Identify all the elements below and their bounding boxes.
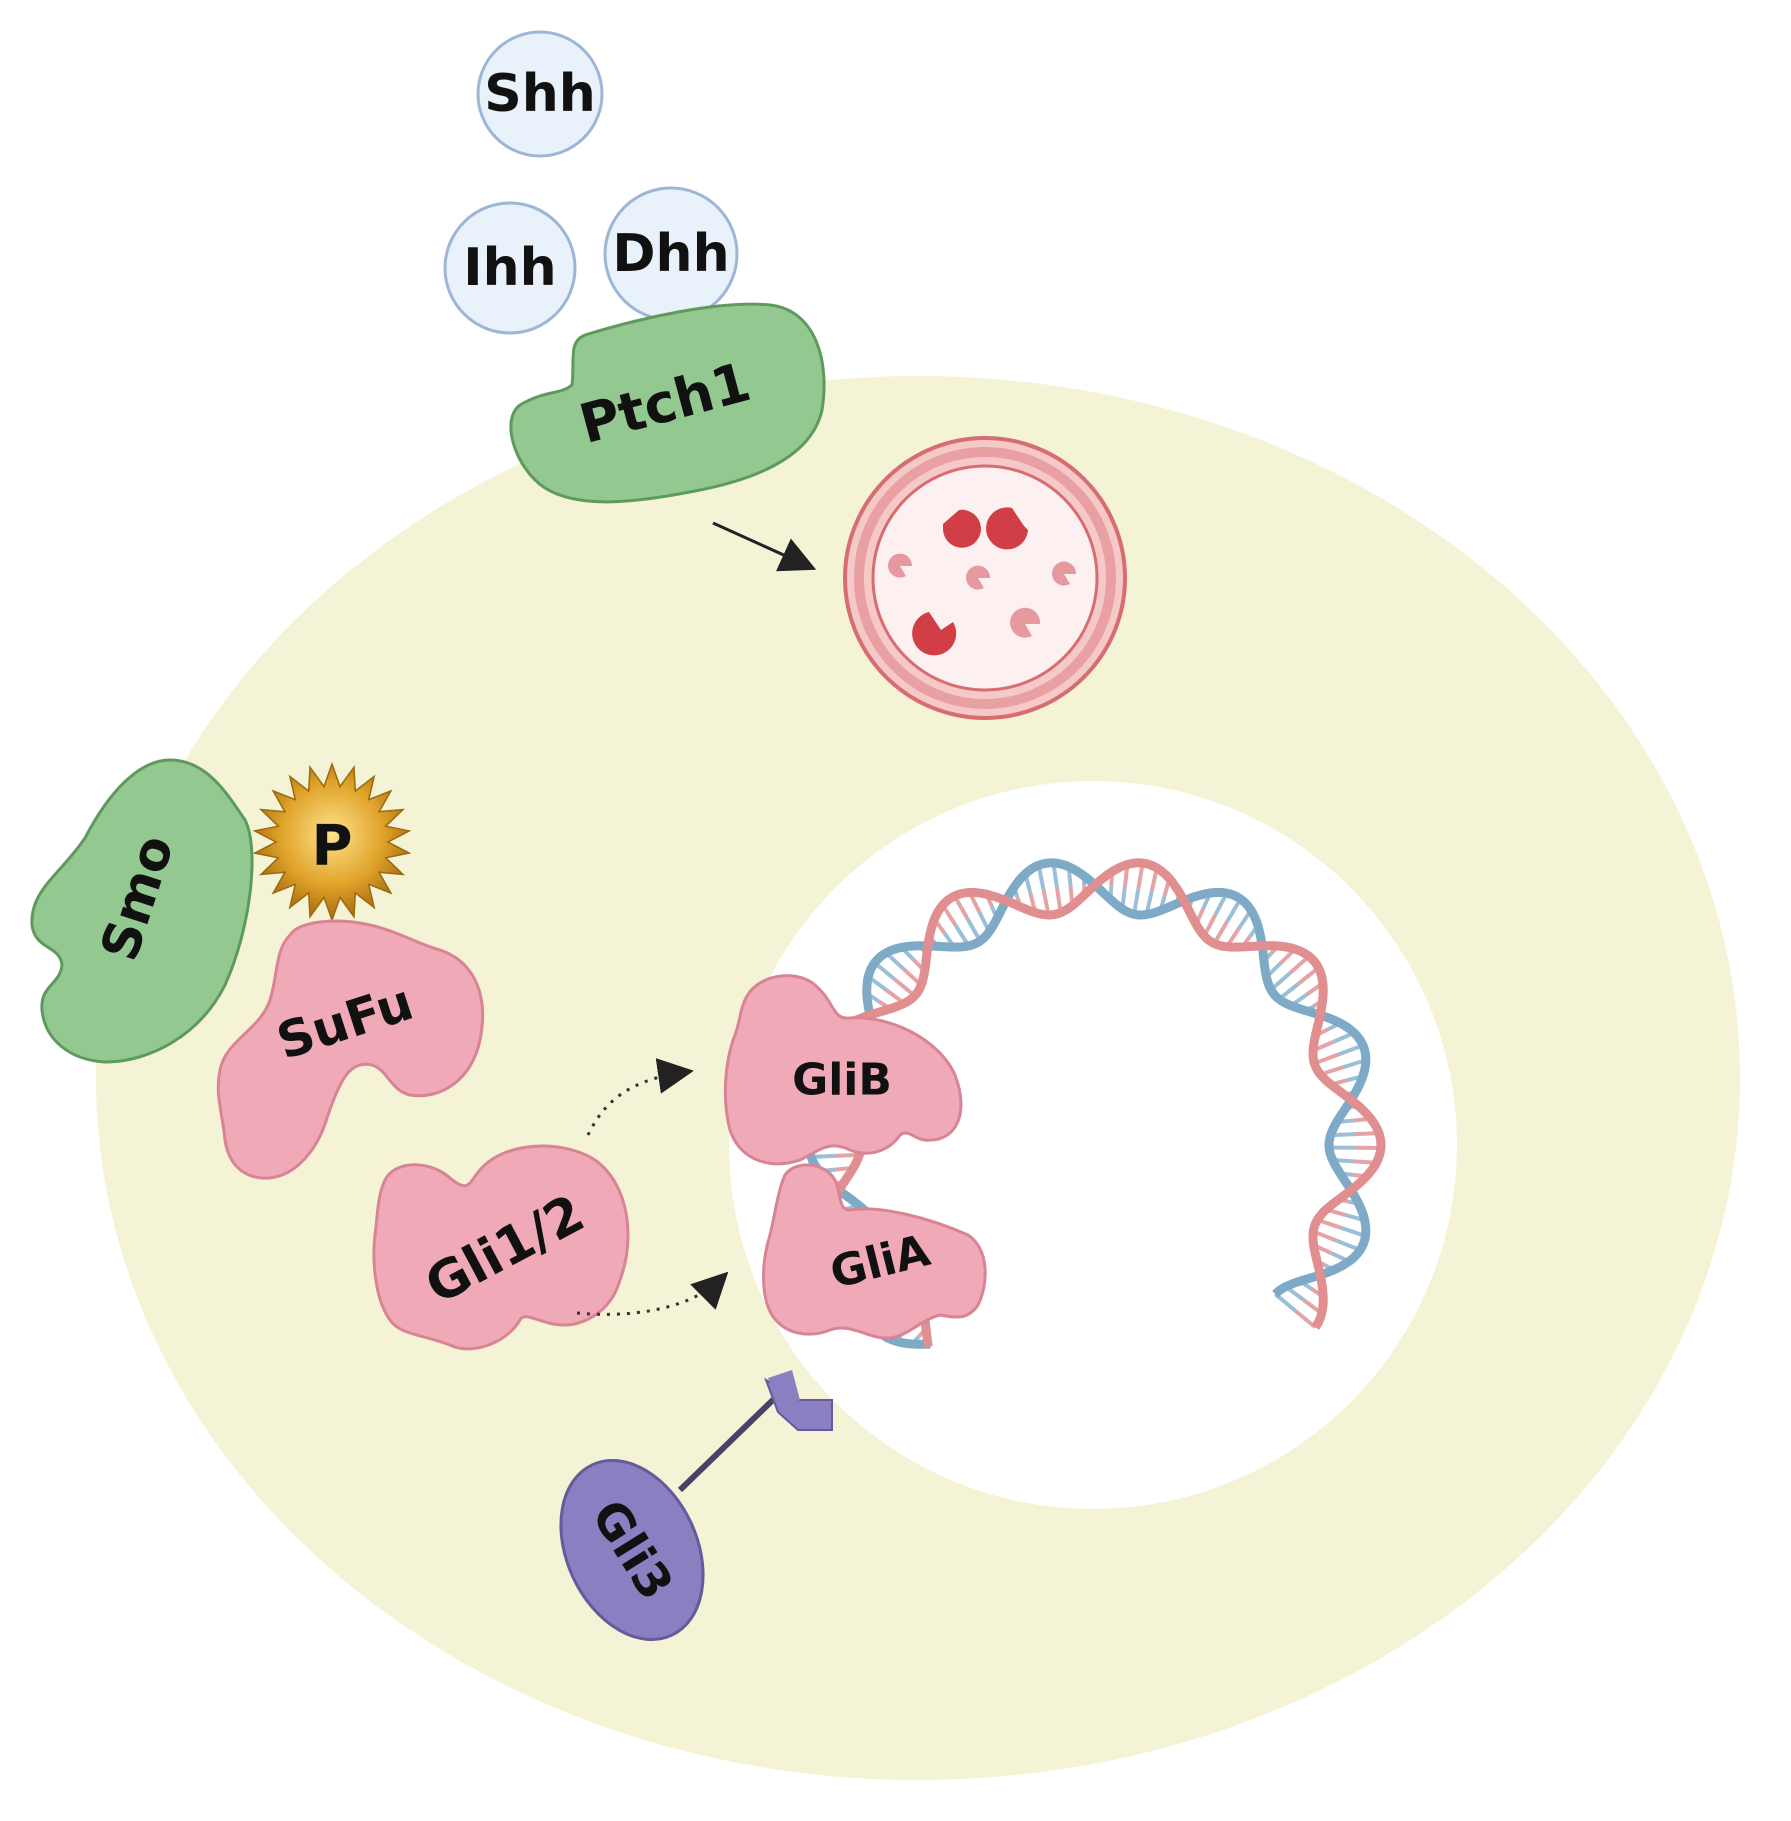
proteasome: [843, 436, 1127, 720]
glib-label: GliB: [792, 1055, 892, 1106]
ligand-dhh-label: Dhh: [612, 224, 729, 284]
ligand-ihh-label: Ihh: [463, 238, 556, 298]
dna-helix: [804, 858, 1386, 1349]
glia-protein: GliA: [762, 1163, 987, 1340]
gli3-protein: Gli3: [559, 1370, 833, 1642]
translocation-arrow-bottom: [576, 1271, 729, 1316]
sufu-protein: SuFu: [216, 919, 485, 1180]
glib-protein: GliB: [723, 974, 963, 1166]
fragment-icon: [888, 553, 1077, 638]
smo-protein: Smo: [30, 758, 254, 1064]
phosphate-label: P: [311, 814, 352, 879]
translocation-arrow-top: [586, 1058, 694, 1136]
degradation-arrow: [712, 521, 817, 572]
ligand-shh-label: Shh: [484, 64, 596, 124]
ligand-ihh: Ihh: [443, 201, 577, 335]
dna-strand-red: [819, 858, 1386, 1348]
phosphate-icon: P: [252, 761, 412, 923]
ligand-shh: Shh: [476, 30, 604, 158]
ligand-dhh: Dhh: [603, 186, 739, 322]
gli12-protein: Gli1/2: [372, 1144, 630, 1351]
receptor-ptch1: Ptch1: [509, 302, 826, 504]
fragment-icon: [912, 507, 1028, 656]
